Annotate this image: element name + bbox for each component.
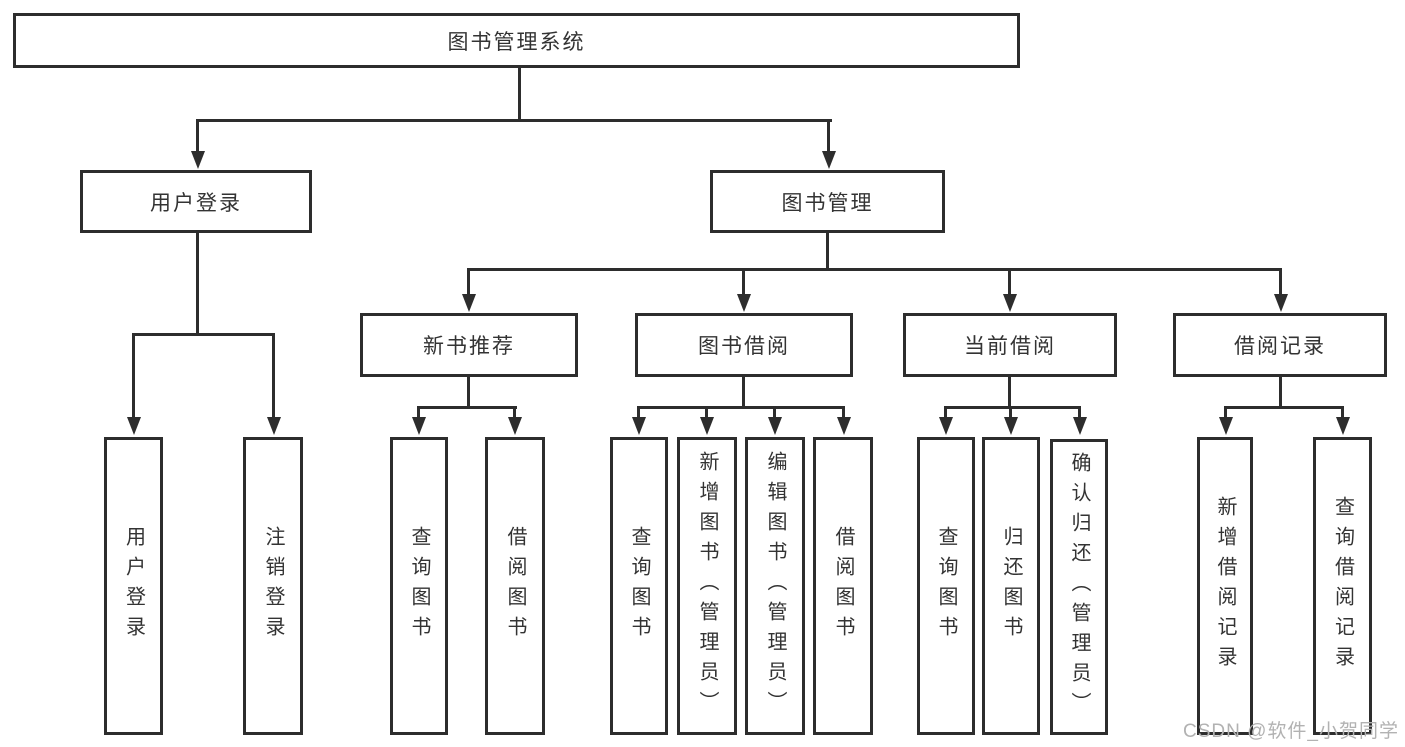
node-borrow-records: 借阅记录 bbox=[1173, 313, 1387, 377]
leaf-edit-book-admin: 编辑图书（管理员） bbox=[745, 437, 805, 735]
arrow-down-icon bbox=[700, 417, 714, 435]
connector-line bbox=[1009, 406, 1012, 420]
leaf-add-borrow-record: 新增借阅记录 bbox=[1197, 437, 1253, 735]
connector-line bbox=[417, 406, 517, 409]
arrow-down-icon bbox=[1274, 294, 1288, 312]
connector-line bbox=[132, 333, 275, 336]
leaf-user-login: 用户登录 bbox=[104, 437, 163, 735]
arrow-down-icon bbox=[822, 151, 836, 169]
watermark: CSDN @软件_小贺同学 bbox=[1183, 721, 1399, 742]
connector-line bbox=[827, 119, 830, 153]
leaf-query-books-recommend-label: 查询图书 bbox=[408, 526, 430, 646]
leaf-query-borrow-record-label: 查询借阅记录 bbox=[1331, 496, 1354, 676]
connector-line bbox=[742, 377, 745, 409]
arrow-down-icon bbox=[837, 417, 851, 435]
node-root: 图书管理系统 bbox=[13, 13, 1020, 68]
arrow-down-icon bbox=[412, 417, 426, 435]
arrow-down-icon bbox=[632, 417, 646, 435]
node-new-book-recommend-label: 新书推荐 bbox=[423, 335, 515, 358]
node-root-label: 图书管理系统 bbox=[447, 30, 586, 54]
connector-line bbox=[842, 406, 845, 420]
node-book-management-label: 图书管理 bbox=[781, 191, 874, 215]
connector-line bbox=[773, 406, 776, 420]
arrow-down-icon bbox=[1073, 417, 1087, 435]
connector-line bbox=[518, 68, 521, 121]
node-user-login: 用户登录 bbox=[80, 170, 312, 233]
connector-line bbox=[196, 233, 199, 335]
connector-line bbox=[1224, 406, 1344, 409]
connector-line bbox=[944, 406, 1081, 409]
connector-line bbox=[1279, 377, 1282, 409]
leaf-borrow-books: 借阅图书 bbox=[813, 437, 873, 735]
leaf-query-books-current-label: 查询图书 bbox=[935, 526, 957, 646]
node-book-management: 图书管理 bbox=[710, 170, 945, 233]
leaf-query-books-borrow: 查询图书 bbox=[610, 437, 668, 735]
connector-line bbox=[742, 268, 745, 297]
connector-line bbox=[944, 406, 947, 420]
connector-line bbox=[1224, 406, 1227, 420]
node-current-borrow-label: 当前借阅 bbox=[964, 335, 1056, 358]
arrow-down-icon bbox=[1003, 294, 1017, 312]
connector-line bbox=[1008, 377, 1011, 409]
connector-line bbox=[637, 406, 640, 420]
leaf-logout-label: 注销登录 bbox=[262, 526, 284, 646]
leaf-edit-book-admin-label: 编辑图书（管理员） bbox=[764, 451, 786, 721]
arrow-down-icon bbox=[508, 417, 522, 435]
leaf-logout: 注销登录 bbox=[243, 437, 303, 735]
leaf-query-borrow-record: 查询借阅记录 bbox=[1313, 437, 1372, 735]
arrow-down-icon bbox=[127, 417, 141, 435]
leaf-query-books-current: 查询图书 bbox=[917, 437, 975, 735]
leaf-add-borrow-record-label: 新增借阅记录 bbox=[1214, 496, 1236, 676]
leaf-borrow-books-label: 借阅图书 bbox=[832, 526, 854, 646]
connector-line bbox=[513, 406, 516, 420]
leaf-add-book-admin-label: 新增图书（管理员） bbox=[696, 451, 718, 721]
connector-line bbox=[196, 119, 199, 153]
arrow-down-icon bbox=[462, 294, 476, 312]
leaf-return-books-label: 归还图书 bbox=[1000, 526, 1022, 646]
connector-line bbox=[196, 119, 832, 122]
leaf-confirm-return-admin-label: 确认归还（管理员） bbox=[1068, 452, 1090, 722]
node-user-login-label: 用户登录 bbox=[150, 191, 242, 215]
leaf-add-book-admin: 新增图书（管理员） bbox=[677, 437, 737, 735]
leaf-query-books-borrow-label: 查询图书 bbox=[628, 526, 650, 646]
arrow-down-icon bbox=[737, 294, 751, 312]
arrow-down-icon bbox=[1336, 417, 1350, 435]
arrow-down-icon bbox=[768, 417, 782, 435]
leaf-borrow-books-recommend-label: 借阅图书 bbox=[504, 526, 526, 646]
connector-line bbox=[826, 233, 829, 270]
connector-line bbox=[705, 406, 708, 420]
arrow-down-icon bbox=[1004, 417, 1018, 435]
node-current-borrow: 当前借阅 bbox=[903, 313, 1117, 377]
connector-line bbox=[637, 406, 845, 409]
leaf-confirm-return-admin: 确认归还（管理员） bbox=[1050, 439, 1108, 735]
arrow-down-icon bbox=[939, 417, 953, 435]
node-new-book-recommend: 新书推荐 bbox=[360, 313, 578, 377]
connector-line bbox=[467, 377, 470, 409]
connector-line bbox=[1008, 268, 1011, 297]
connector-line bbox=[132, 333, 135, 419]
leaf-return-books: 归还图书 bbox=[982, 437, 1040, 735]
leaf-query-books-recommend: 查询图书 bbox=[390, 437, 448, 735]
node-book-borrow-label: 图书借阅 bbox=[698, 335, 790, 358]
node-borrow-records-label: 借阅记录 bbox=[1234, 335, 1326, 358]
connector-line bbox=[1078, 406, 1081, 420]
connector-line bbox=[1341, 406, 1344, 420]
connector-line bbox=[1279, 268, 1282, 297]
connector-line bbox=[417, 406, 420, 420]
arrow-down-icon bbox=[1219, 417, 1233, 435]
arrow-down-icon bbox=[267, 417, 281, 435]
node-book-borrow: 图书借阅 bbox=[635, 313, 853, 377]
arrow-down-icon bbox=[191, 151, 205, 169]
leaf-borrow-books-recommend: 借阅图书 bbox=[485, 437, 545, 735]
connector-line bbox=[467, 268, 1282, 271]
connector-line bbox=[467, 268, 470, 297]
connector-line bbox=[272, 333, 275, 419]
leaf-user-login-label: 用户登录 bbox=[122, 526, 145, 646]
